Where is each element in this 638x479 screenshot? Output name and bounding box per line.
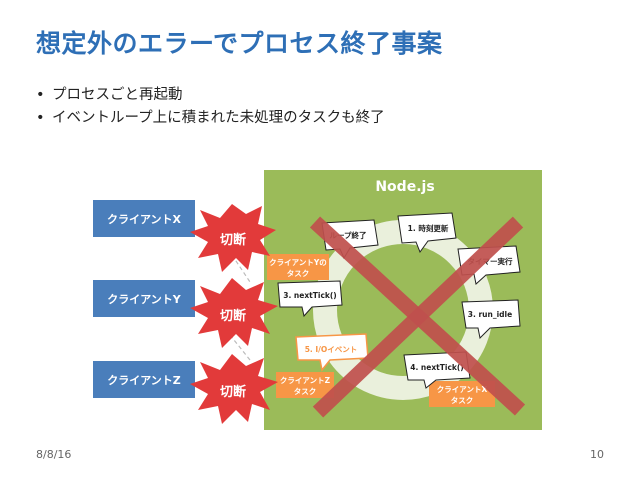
slide-title: 想定外のエラーでプロセス終了事案 bbox=[36, 29, 443, 58]
client-z-label: クライアントZ bbox=[107, 374, 181, 387]
svg-text:5. I/Oイベント: 5. I/Oイベント bbox=[305, 345, 358, 354]
svg-text:ループ終了: ループ終了 bbox=[329, 230, 366, 240]
disconnect-burst-icon: 切断 bbox=[190, 204, 276, 272]
task-client-z bbox=[276, 372, 334, 398]
page-number: 10 bbox=[590, 448, 604, 461]
task-client-x-line2: タスク bbox=[451, 395, 474, 405]
disconnect-burst-icon: 切断 bbox=[190, 354, 278, 424]
disconnect-label: 切断 bbox=[220, 232, 246, 248]
connection-line bbox=[229, 334, 251, 361]
step-5-io-event: 5. I/Oイベント bbox=[295, 333, 369, 372]
slide-date: 8/8/16 bbox=[36, 448, 72, 461]
client-y-label: クライアントY bbox=[107, 293, 182, 306]
task-client-y-line1: クライアントYの bbox=[269, 257, 327, 267]
step-1-time-update: 1. 時刻更新 bbox=[397, 212, 457, 254]
svg-text:3. nextTick(): 3. nextTick() bbox=[283, 291, 337, 300]
client-x-label: クライアントX bbox=[107, 213, 182, 226]
task-client-z-line1: クライアントZ bbox=[280, 375, 331, 385]
cross-mark-icon bbox=[309, 216, 526, 418]
nodejs-label: Node.js bbox=[375, 179, 434, 195]
step-nexttick: 3. nextTick() bbox=[277, 280, 343, 318]
task-client-x-line1: クライアントX bbox=[437, 384, 488, 394]
svg-text:4. nextTick(): 4. nextTick() bbox=[410, 363, 464, 372]
connection-line bbox=[231, 254, 251, 283]
svg-text:1. 時刻更新: 1. 時刻更新 bbox=[408, 223, 449, 233]
svg-text:タイマー実行: タイマー実行 bbox=[468, 256, 513, 266]
client-z-box bbox=[93, 361, 195, 398]
disconnect-label: 切断 bbox=[220, 308, 246, 324]
task-client-z-line2: タスク bbox=[294, 386, 317, 396]
task-client-y-line2: タスク bbox=[287, 268, 310, 278]
svg-text:3. run_idle: 3. run_idle bbox=[468, 310, 512, 319]
step-run-idle: 3. run_idle bbox=[461, 299, 521, 340]
disconnect-burst-icon: 切断 bbox=[190, 278, 278, 348]
disconnect-label: 切断 bbox=[220, 384, 246, 400]
client-y-box bbox=[93, 280, 195, 317]
client-x-box bbox=[93, 200, 195, 237]
bullet-item: プロセスごと再起動 bbox=[30, 84, 385, 107]
task-client-y bbox=[267, 254, 329, 280]
bullet-item: イベントループ上に積まれた未処理のタスクも終了 bbox=[30, 107, 385, 130]
bullet-list: プロセスごと再起動 イベントループ上に積まれた未処理のタスクも終了 bbox=[30, 84, 385, 130]
